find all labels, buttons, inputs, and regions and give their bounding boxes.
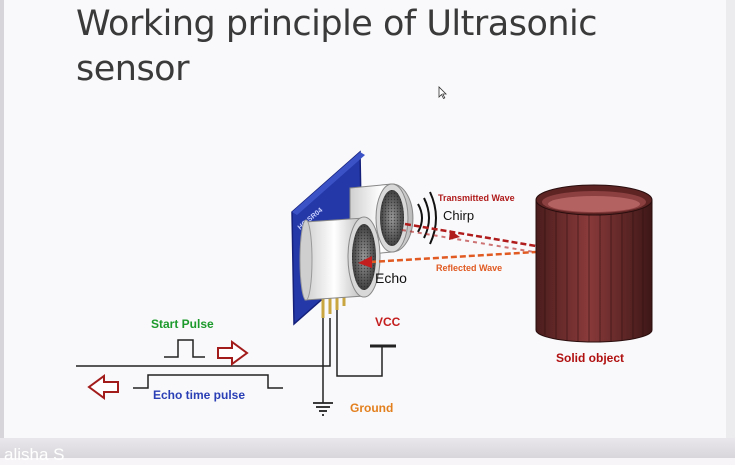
chirp-wave-arcs (417, 191, 437, 245)
echo-label: Echo (375, 270, 407, 286)
slide-title: Working principle of Ultrasonic sensor (76, 2, 676, 92)
title-line-2: sensor (76, 49, 190, 89)
bottom-caption: alisha S (4, 445, 65, 464)
ground-symbol-icon (313, 402, 333, 416)
bottom-bar: alisha S (0, 438, 735, 464)
slide-right-edge (726, 0, 735, 458)
echo-time-pulse-label: Echo time pulse (153, 388, 245, 402)
transmitted-wave-arrow (401, 222, 537, 253)
reflected-wave-arrow (358, 250, 537, 268)
slide-left-edge (0, 0, 4, 458)
echo-time-pulse-waveform (133, 374, 283, 389)
right-arrow-icon (217, 340, 249, 366)
solid-object-label: Solid object (556, 351, 624, 365)
start-pulse-waveform (164, 339, 205, 358)
chirp-label: Chirp (443, 208, 474, 223)
left-arrow-icon (87, 374, 119, 400)
title-line-1: Working principle of Ultrasonic (76, 4, 598, 44)
transmitter-transducer (349, 183, 414, 257)
reflected-wave-label: Reflected Wave (436, 263, 502, 273)
solid-object-cylinder (535, 184, 653, 343)
mouse-cursor-icon (438, 86, 447, 100)
signal-wiring (76, 310, 396, 403)
receiver-transducer (299, 216, 381, 301)
transmitted-wave-label: Transmitted Wave (438, 193, 515, 203)
ground-label: Ground (350, 401, 393, 415)
start-pulse-label: Start Pulse (151, 317, 214, 331)
vcc-label: VCC (375, 315, 401, 329)
